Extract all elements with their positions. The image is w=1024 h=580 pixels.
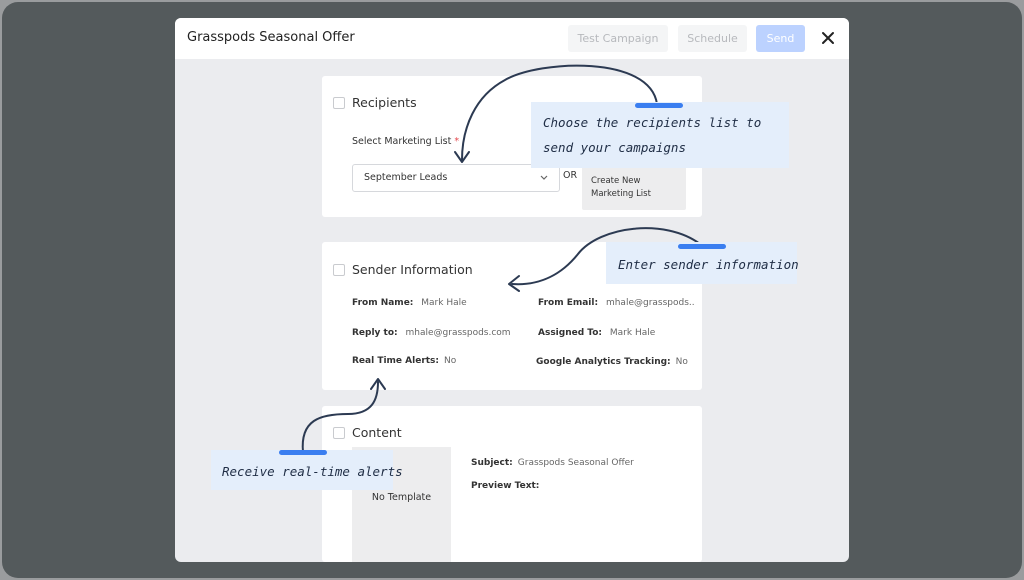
recipients-heading: Recipients [352, 95, 417, 110]
content-checkbox[interactable] [333, 427, 345, 439]
sender-heading: Sender Information [352, 262, 473, 277]
schedule-button[interactable]: Schedule [678, 25, 747, 52]
sender-callout-text: Enter sender information [618, 257, 799, 272]
callout-tab [635, 103, 683, 108]
recipients-callout-text: Choose the recipients list to send your … [543, 115, 762, 155]
subject-field: Subject:Grasspods Seasonal Offer [471, 458, 634, 468]
sender-checkbox[interactable] [333, 264, 345, 276]
chevron-down-icon [540, 175, 548, 180]
required-mark: * [454, 136, 460, 147]
alerts-callout: Receive real-time alerts [211, 450, 403, 490]
from-email-field: From Email: mhale@grasspods.. [538, 298, 695, 308]
recipients-callout: Choose the recipients list to send your … [531, 102, 789, 168]
callout-tab [678, 244, 726, 249]
callout-tab [279, 450, 327, 455]
no-template-label: No Template [371, 492, 432, 503]
sender-callout: Enter sender information [606, 242, 799, 284]
modal-title: Grasspods Seasonal Offer [187, 30, 355, 45]
selected-list-value: September Leads [364, 172, 448, 183]
real-time-alerts-field: Real Time Alerts:No [352, 356, 457, 366]
reply-to-field: Reply to: mhale@grasspods.com [352, 328, 511, 338]
create-marketing-list-button[interactable]: Create New Marketing List [582, 164, 686, 210]
marketing-list-label: Select Marketing List * [352, 136, 460, 147]
marketing-list-select[interactable]: September Leads [352, 164, 560, 192]
content-heading: Content [352, 425, 402, 440]
close-icon[interactable] [818, 28, 838, 48]
or-separator: OR [563, 170, 578, 181]
preview-text-field: Preview Text: [471, 481, 540, 491]
assigned-to-field: Assigned To: Mark Hale [538, 328, 656, 338]
send-button[interactable]: Send [756, 25, 805, 52]
google-analytics-field: Google Analytics Tracking:No [536, 357, 688, 367]
from-name-field: From Name: Mark Hale [352, 298, 467, 308]
create-marketing-list-label: Create New Marketing List [591, 176, 651, 199]
modal-header: Grasspods Seasonal Offer Test Campaign S… [175, 18, 849, 59]
test-campaign-button[interactable]: Test Campaign [568, 25, 668, 52]
alerts-callout-text: Receive real-time alerts [222, 464, 403, 479]
recipients-checkbox[interactable] [333, 97, 345, 109]
